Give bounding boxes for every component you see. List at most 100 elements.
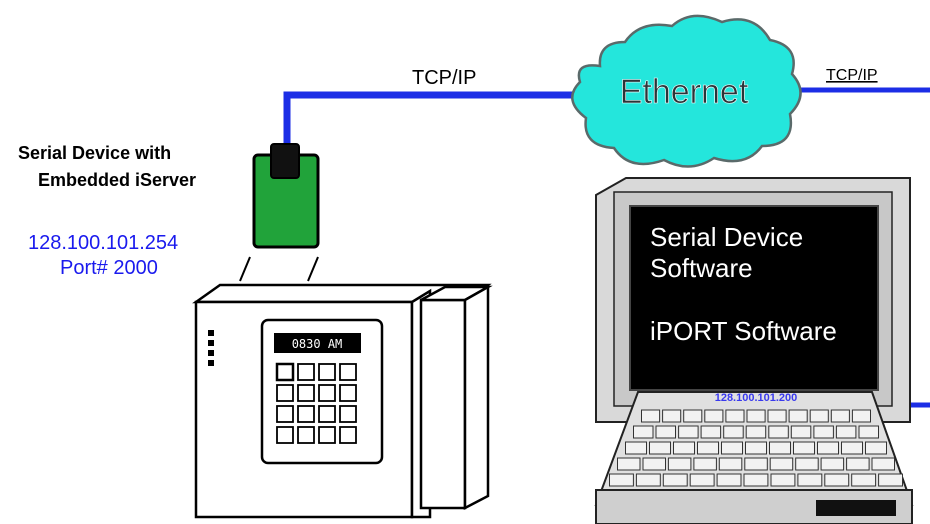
laptop-key [820,457,845,471]
laptop-key [824,473,850,487]
keypad-key [276,384,294,402]
keypad-key [339,405,357,423]
laptop-key [635,473,661,487]
laptop-key [768,425,789,439]
laptop-key [746,409,766,423]
laptop-key [683,409,703,423]
laptop-key [851,409,872,423]
keypad-key [275,362,295,382]
laptop-key [790,425,812,439]
status-led [208,360,214,366]
status-led [208,340,214,346]
laptop-key [617,457,641,471]
screen-line-3: iPORT Software [650,316,837,346]
laptop-key [655,425,676,439]
laptop [594,177,914,524]
laptop-key [700,425,722,439]
laptop-key [858,425,879,439]
keypad-key [339,426,357,444]
laptop-key [725,409,745,423]
laptop-key [745,425,767,439]
laptop-keyboard [609,409,903,487]
laptop-key [767,409,787,423]
laptop-key [649,441,671,455]
laptop-drive-slot [816,500,896,516]
laptop-key [689,473,715,487]
keypad-key [297,426,315,444]
keypad-key [339,363,357,381]
keypad-key [297,363,315,381]
laptop-key [693,457,717,471]
keypad-key [297,405,315,423]
laptop-key [851,473,877,487]
laptop-key [770,473,796,487]
laptop-key [633,425,654,439]
laptop-key [743,473,769,487]
ethernet-cloud [571,14,802,168]
laptop-key [641,409,661,423]
device-ip-address: 128.100.101.254 [28,232,179,254]
iserver-converter [252,143,320,249]
laptop-key [662,473,688,487]
laptop-key [718,457,743,471]
keypad-key [318,405,336,423]
device-title-line1: Serial Device with [18,143,172,163]
laptop-key [769,457,794,471]
laptop-key [846,457,870,471]
screen-line-1: Serial Device [650,222,803,252]
laptop-key [830,409,850,423]
keypad-grid [275,362,357,444]
laptop-key [797,473,823,487]
status-led [208,350,214,356]
laptop-key [788,409,808,423]
laptop-key [795,457,819,471]
screen-line-2: Software [650,253,753,283]
keypad-key [318,384,336,402]
device-title-line2: Embedded iServer [38,170,197,190]
converter-connector [270,143,300,179]
laptop-screen [629,205,879,391]
laptop-key [769,441,791,455]
laptop-key [813,425,834,439]
keypad-key [276,426,294,444]
laptop-key [667,457,692,471]
time-clock-device [192,283,493,519]
ethernet-label: Ethernet [620,73,749,111]
laptop-key [871,457,895,471]
keypad-key [297,384,315,402]
laptop-key [841,441,863,455]
laptop-key [678,425,699,439]
laptop-key [793,441,815,455]
tcpip-label-left: TCP/IP [412,67,476,89]
laptop-key [744,457,768,471]
laptop-key [817,441,839,455]
keypad-key [339,384,357,402]
lead-right [307,256,319,282]
tcpip-link-left [283,91,575,155]
laptop-key [697,441,719,455]
laptop-key [745,441,767,455]
laptop-key [878,473,903,487]
keypad-key [318,363,336,381]
keypad-key [318,426,336,444]
lead-left [239,256,251,282]
device-port: Port# 2000 [60,257,158,279]
laptop-key [662,409,682,423]
status-led [208,330,214,336]
laptop-key [809,409,829,423]
keypad-key [276,405,294,423]
laptop-key [625,441,647,455]
laptop-key [673,441,695,455]
laptop-key [721,441,743,455]
laptop-key [835,425,857,439]
laptop-key [704,409,724,423]
tcpip-label-right: TCP/IP [826,67,878,84]
laptop-ip-strip: 128.100.101.200 [715,392,798,404]
laptop-key [716,473,742,487]
lcd-display [274,333,361,353]
laptop-key [865,441,887,455]
lcd-display-text: 0830 AM [292,337,343,351]
laptop-key [609,473,634,487]
laptop-key [723,425,744,439]
